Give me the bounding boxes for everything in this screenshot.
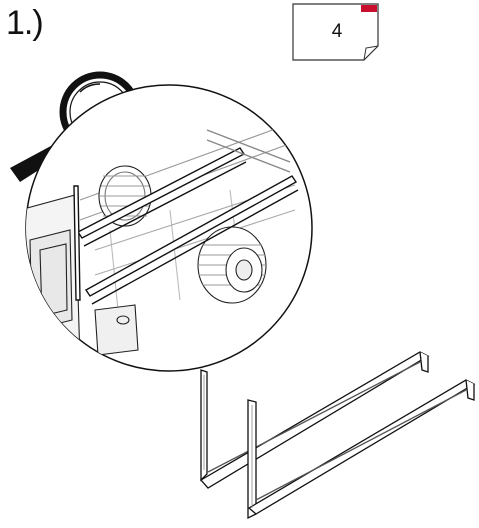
mounted-rails — [73, 129, 299, 305]
quantity-corner-mark — [361, 5, 377, 12]
quantity-count: 4 — [332, 21, 343, 42]
step-number: 1.) — [6, 4, 44, 42]
rear-wheel-top — [98, 165, 152, 227]
frame-rail-rear — [199, 351, 430, 489]
frame-rail-front — [247, 379, 476, 520]
quantity-box: 4 — [292, 3, 379, 61]
rear-wheel-bottom — [197, 226, 267, 304]
